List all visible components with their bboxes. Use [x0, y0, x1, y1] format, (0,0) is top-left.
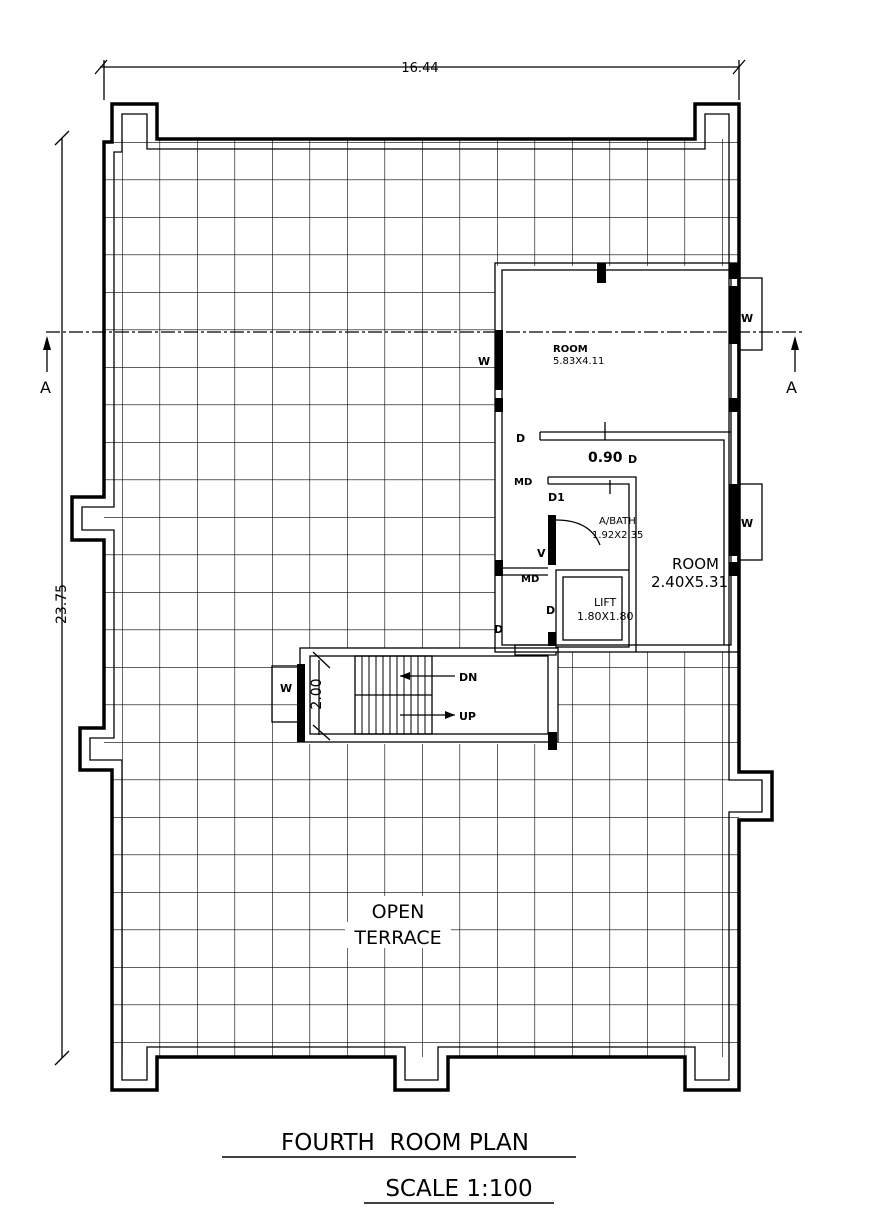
- staircase: [312, 651, 455, 741]
- interior-block: [495, 266, 738, 652]
- room-side-name: ROOM: [672, 555, 719, 573]
- door-label-4: D: [494, 623, 503, 636]
- window-label-3: W: [741, 517, 753, 530]
- room-main-size: 5.83X4.11: [553, 356, 604, 367]
- main-door-label-1: MD: [514, 477, 532, 488]
- window-label-1: W: [741, 312, 753, 325]
- section-marker-left: A: [40, 378, 51, 397]
- door-d1-label: D1: [548, 491, 565, 504]
- stair-down-label: DN: [459, 671, 477, 684]
- door-width-label: 0.90: [588, 450, 623, 466]
- stair-width-label: 2.00: [309, 678, 325, 709]
- stair-block: [300, 648, 558, 744]
- window-label-2: W: [478, 355, 490, 368]
- width-dimension-label: 16.44: [401, 61, 438, 76]
- section-line: [43, 331, 802, 372]
- ventilator-label: V: [537, 547, 546, 560]
- width-dimension: [94, 59, 746, 100]
- main-door-label-2: MD: [521, 574, 539, 585]
- window-label-4: W: [280, 682, 292, 695]
- drawing-scale: SCALE 1:100: [385, 1176, 532, 1202]
- outer-wall: [70, 102, 774, 1092]
- lift-size: 1.80X1.80: [577, 610, 634, 623]
- door-label-3: D: [546, 604, 555, 617]
- terrace-label-line2: TERRACE: [353, 927, 441, 949]
- bath-name: A/BATH: [599, 516, 636, 527]
- room-side-size: 2.40X5.31: [651, 573, 728, 591]
- lift-name: LIFT: [594, 596, 617, 609]
- height-dimension: [54, 130, 70, 1066]
- stair-up-label: UP: [459, 710, 476, 723]
- door-label-2: D: [628, 453, 637, 466]
- door-label-1: D: [516, 432, 525, 445]
- bath-size: 1.92X2.35: [592, 530, 643, 541]
- section-marker-right: A: [786, 378, 797, 397]
- height-dimension-label: 23.75: [54, 584, 70, 624]
- room-main-name: ROOM: [553, 344, 588, 355]
- terrace-label-line1: OPEN: [372, 901, 425, 923]
- drawing-title: FOURTH ROOM PLAN: [281, 1130, 529, 1156]
- wall-openings: [297, 263, 738, 750]
